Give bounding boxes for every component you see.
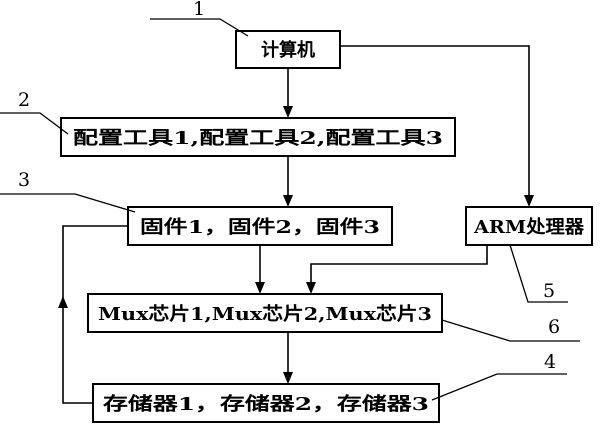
edge-line — [340, 45, 530, 196]
node-firmware: 固件1，固件2，固件3 — [127, 206, 393, 246]
config-tools-label: 配置工具1,配置工具2,配置工具3 — [73, 128, 443, 149]
callout-1: 1 — [150, 0, 249, 37]
computer-label: 计算机 — [261, 39, 315, 61]
callout-4: 4 — [431, 351, 567, 401]
arrow-head — [283, 106, 293, 118]
callout-leader — [431, 373, 567, 401]
config-tools-box — [60, 117, 456, 157]
edge-firmware-to-mux — [255, 245, 265, 294]
callout-6: 6 — [441, 316, 580, 342]
callout-number: 5 — [543, 280, 555, 302]
edge-storage-to-firmware — [58, 225, 128, 404]
callout-5: 5 — [509, 244, 568, 303]
arrow-head — [283, 195, 293, 207]
edge-computer-to-config — [283, 68, 293, 118]
arrow-head — [58, 296, 68, 308]
callout-number: 1 — [193, 0, 205, 20]
edge-arm-to-mux — [306, 245, 488, 294]
arrow-head — [255, 282, 265, 294]
mux-box — [87, 293, 443, 333]
callout-leader — [509, 244, 568, 303]
arm-label: ARM处理器 — [473, 216, 585, 238]
callout-number: 3 — [18, 169, 30, 191]
edge-line — [310, 245, 488, 283]
node-storage: 存储器1，存储器2，存储器3 — [92, 383, 440, 423]
node-arm: ARM处理器 — [465, 206, 593, 246]
callout-3: 3 — [0, 169, 136, 213]
callout-number: 4 — [544, 351, 556, 373]
callout-number: 6 — [548, 316, 560, 338]
node-computer: 计算机 — [235, 30, 341, 69]
mux-label: Mux芯片1,Mux芯片2,Mux芯片3 — [98, 303, 432, 325]
node-config-tools: 配置工具1,配置工具2,配置工具3 — [60, 117, 456, 157]
arrow-head — [524, 195, 534, 207]
callout-leader — [150, 18, 249, 37]
edge-mux-to-storage — [283, 332, 293, 384]
callout-number: 2 — [18, 89, 30, 111]
computer-box — [235, 30, 341, 69]
storage-label: 存储器1，存储器2，存储器3 — [103, 393, 429, 415]
callout-leader — [0, 193, 136, 213]
callout-leader — [441, 319, 580, 342]
node-mux: Mux芯片1,Mux芯片2,Mux芯片3 — [87, 293, 443, 333]
callout-leader — [0, 112, 69, 135]
edge-config-to-firmware — [283, 156, 293, 207]
arrow-head — [306, 282, 316, 294]
arrow-head — [283, 372, 293, 384]
edge-computer-to-arm — [340, 45, 534, 207]
callout-2: 2 — [0, 89, 69, 135]
firmware-label: 固件1，固件2，固件3 — [140, 216, 380, 238]
edge-line-top — [62, 225, 128, 237]
arm-box — [465, 206, 593, 246]
edge-line — [62, 237, 93, 404]
